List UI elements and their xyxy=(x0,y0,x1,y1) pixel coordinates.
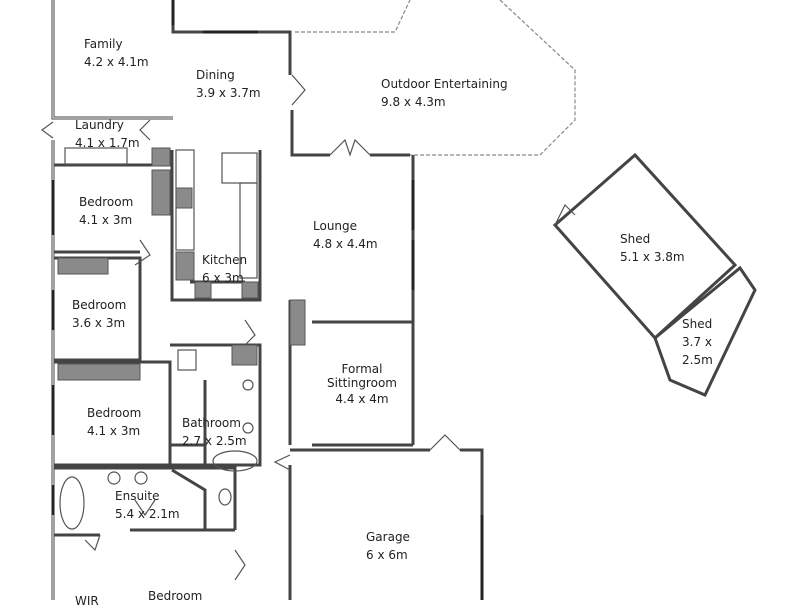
room-size: 3.7 x 2.5m xyxy=(682,335,713,367)
room-size: 4.1 x 3m xyxy=(87,424,141,438)
room-size: 4.2 x 4.1m xyxy=(84,55,149,69)
windows xyxy=(51,0,484,600)
room-label-shed-2: Shed 3.7 x 2.5m xyxy=(682,315,722,369)
fixtures xyxy=(57,147,306,530)
room-size: 2.7 x 2.5m xyxy=(182,434,247,448)
room-size: 5.4 x 2.1m xyxy=(115,507,180,521)
room-label-outdoor-entertaining: Outdoor Entertaining 9.8 x 4.3m xyxy=(381,75,508,111)
room-label-bathroom: Bathroom 2.7 x 2.5m xyxy=(182,414,247,450)
room-label-family: Family 4.2 x 4.1m xyxy=(84,35,149,71)
room-label-shed-1: Shed 5.1 x 3.8m xyxy=(620,230,685,266)
room-name: Garage xyxy=(366,530,410,544)
room-name: Bathroom xyxy=(182,416,241,430)
room-label-ensuite: Ensuite 5.4 x 2.1m xyxy=(115,487,180,523)
room-name: Family xyxy=(84,37,123,51)
room-label-garage: Garage 6 x 6m xyxy=(366,528,410,564)
room-name: Kitchen xyxy=(202,253,248,267)
room-name: Lounge xyxy=(313,219,358,233)
room-size: 9.8 x 4.3m xyxy=(381,95,446,109)
room-label-wir: WIR xyxy=(75,592,99,610)
room-name: Bedroom xyxy=(72,298,127,312)
room-label-dining: Dining 3.9 x 3.7m xyxy=(196,66,261,102)
room-name: Shed xyxy=(620,232,651,246)
room-name: Bedroom xyxy=(79,195,134,209)
room-label-bedroom-2: Bedroom 3.6 x 3m xyxy=(72,296,126,332)
room-size: 6 x 3m xyxy=(202,271,244,285)
room-label-bedroom-4: Bedroom xyxy=(148,587,202,605)
room-size: 4.4 x 4m xyxy=(335,392,389,406)
outdoor-outline xyxy=(295,0,576,156)
room-label-formal-sittingroom: Formal Sittingroom 4.4 x 4m xyxy=(327,362,397,408)
room-name: Ensuite xyxy=(115,489,160,503)
room-name: Shed xyxy=(682,317,713,331)
room-size: 4.1 x 1.7m xyxy=(75,136,140,150)
room-name: Laundry xyxy=(75,118,124,132)
room-name: Outdoor Entertaining xyxy=(381,77,508,91)
room-label-kitchen: Kitchen 6 x 3m xyxy=(202,251,247,287)
room-size: 5.1 x 3.8m xyxy=(620,250,685,264)
room-size: 4.8 x 4.4m xyxy=(313,237,378,251)
room-name: WIR xyxy=(75,594,99,608)
room-label-lounge: Lounge 4.8 x 4.4m xyxy=(313,217,378,253)
room-size: 3.9 x 3.7m xyxy=(196,86,261,100)
room-label-bedroom-3: Bedroom 4.1 x 3m xyxy=(87,404,141,440)
room-label-laundry: Laundry 4.1 x 1.7m xyxy=(75,116,140,152)
room-size: 3.6 x 3m xyxy=(72,316,126,330)
sheds xyxy=(552,152,757,397)
room-size: 6 x 6m xyxy=(366,548,408,562)
doors xyxy=(40,74,461,581)
room-name: Formal Sittingroom xyxy=(327,362,397,390)
room-name: Bedroom xyxy=(148,589,203,603)
room-name: Bedroom xyxy=(87,406,142,420)
room-size: 4.1 x 3m xyxy=(79,213,133,227)
room-name: Dining xyxy=(196,68,235,82)
room-label-bedroom-1: Bedroom 4.1 x 3m xyxy=(79,193,133,229)
